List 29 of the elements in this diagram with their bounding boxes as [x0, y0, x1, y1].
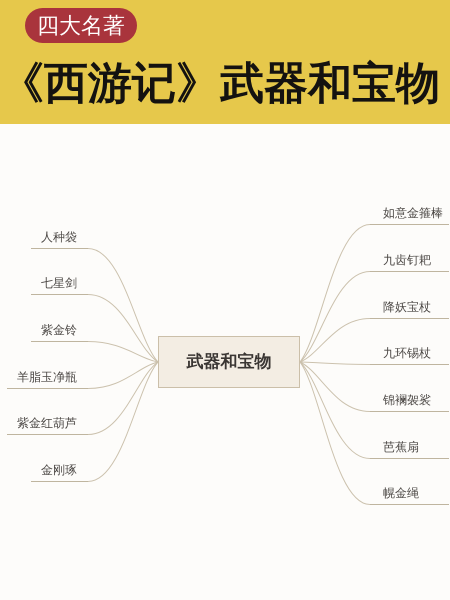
connector-line	[300, 362, 370, 412]
branch-label: 人种袋	[31, 230, 88, 249]
branch-label: 锦襕袈裟	[370, 393, 449, 412]
topic-box: 武器和宝物	[158, 336, 300, 388]
connector-line	[88, 341, 158, 362]
connector-line	[300, 362, 370, 459]
connector-line	[88, 248, 158, 362]
branch-label: 如意金箍棒	[370, 206, 449, 225]
connector-line	[300, 271, 370, 362]
branch-label: 紫金铃	[31, 323, 88, 342]
connector-line	[300, 224, 370, 362]
branch-label: 羊脂玉净瓶	[7, 370, 88, 389]
branch-label: 芭蕉扇	[370, 440, 449, 459]
branch-label: 降妖宝杖	[370, 300, 449, 319]
branch-label: 金刚琢	[31, 463, 88, 482]
category-tag: 四大名著	[25, 8, 137, 43]
connector-line	[300, 362, 370, 505]
connector-line	[88, 362, 158, 482]
branch-label: 七星剑	[31, 276, 88, 295]
connector-line	[88, 362, 158, 435]
connector-line	[300, 362, 370, 365]
branch-label: 幌金绳	[370, 486, 449, 505]
connector-line	[88, 294, 158, 362]
branch-label: 九环锡杖	[370, 346, 449, 365]
connector-line	[88, 362, 158, 389]
branch-label: 九齿钉耙	[370, 253, 449, 272]
branch-label: 紫金红葫芦	[7, 416, 88, 435]
title: 《西游记》武器和宝物	[0, 58, 440, 110]
connector-line	[300, 318, 370, 362]
